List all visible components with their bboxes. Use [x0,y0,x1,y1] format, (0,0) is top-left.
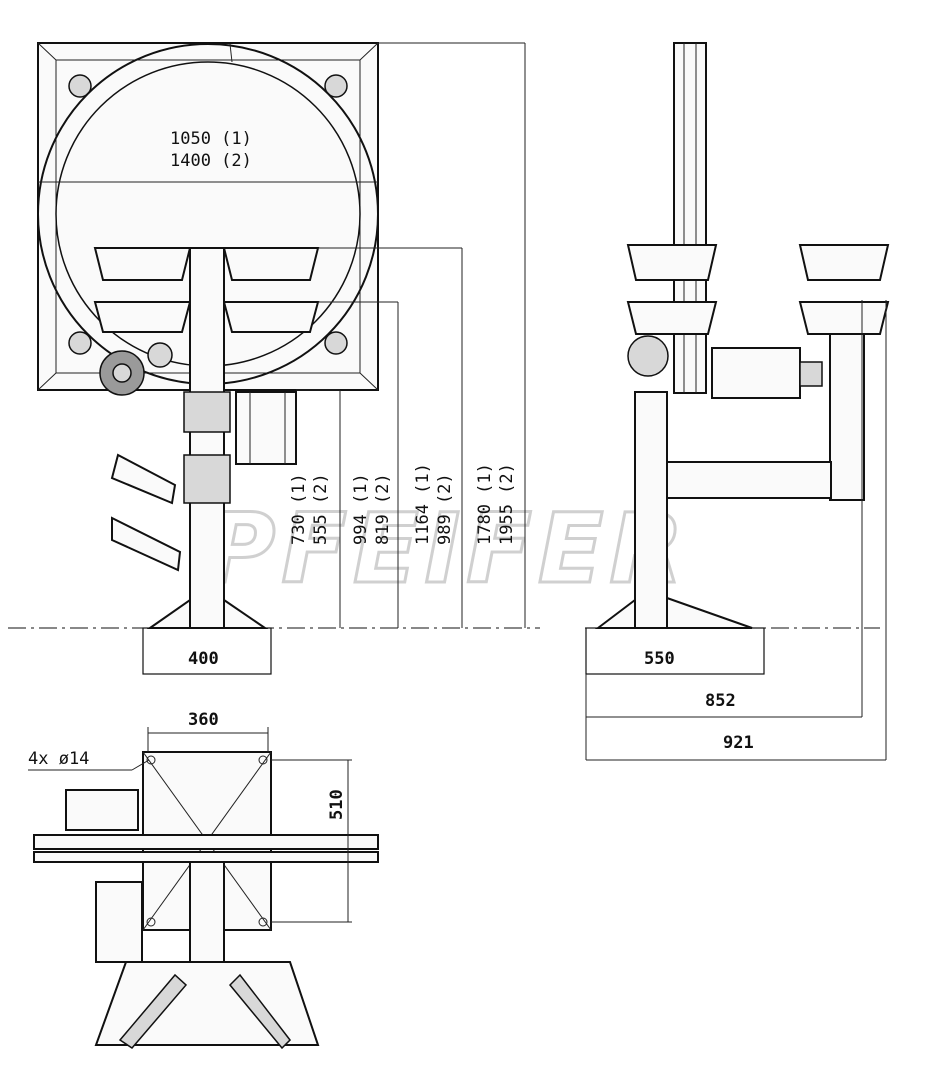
column-clamp-upper [183,391,231,433]
lower-tray-right [222,301,320,333]
base-gusset [146,598,191,629]
drive-motor [235,391,297,465]
top-motor [65,789,139,831]
center-column [189,247,225,629]
side-left-column [634,391,668,629]
side-right-column [829,333,865,501]
upper-tray-right [222,247,320,281]
hole-callout: 4x ø14 [28,749,89,769]
top-depth-510: 510 [327,789,347,820]
lower-tray-left [93,301,192,333]
side-base-box [585,627,765,675]
side-depth-921: 921 [723,733,754,753]
side-view: 550 852 921 [585,42,890,761]
front-base-width: 400 [188,649,219,669]
top-rail [33,851,379,863]
height-1164: 1164 (1) [413,463,433,545]
side-base-width: 550 [644,649,675,669]
column-clamp [183,454,231,504]
side-motor [711,347,801,399]
side-hub [627,335,669,377]
corner-roller [68,331,92,355]
height-730: 730 (1) [289,473,309,545]
height-819: 819 (2) [373,473,393,545]
corner-roller [324,331,348,355]
height-989: 989 (2) [435,473,455,545]
top-view: 360 510 4x ø14 [28,710,379,1050]
side-lower-tray-left [626,301,718,335]
corner-roller [324,74,348,98]
holder-arm [110,453,177,505]
corner-roller [68,74,92,98]
top-width-360: 360 [188,710,219,730]
front-view: 1050 (1) 1400 (2) 400 [8,42,540,675]
height-994: 994 (1) [351,473,371,545]
top-gearbox [95,881,143,963]
ring-diameter-2: 1400 (2) [170,151,252,171]
height-1780: 1780 (1) [475,463,495,545]
base-width-box [142,627,272,675]
ring-diameter-1: 1050 (1) [170,129,252,149]
side-lower-tray-right [798,301,890,335]
side-depth-852: 852 [705,691,736,711]
upper-tray-left [93,247,192,281]
top-rail [33,834,379,850]
holder-arm [111,516,182,572]
ring-edge [673,42,707,394]
side-arm [666,461,832,499]
top-column [189,861,225,969]
height-1955: 1955 (2) [497,463,517,545]
watermark-logo: PFEIFER [205,493,689,605]
side-upper-tray-left [626,244,718,281]
height-555: 555 (2) [311,473,331,545]
side-upper-tray-right [798,244,890,281]
